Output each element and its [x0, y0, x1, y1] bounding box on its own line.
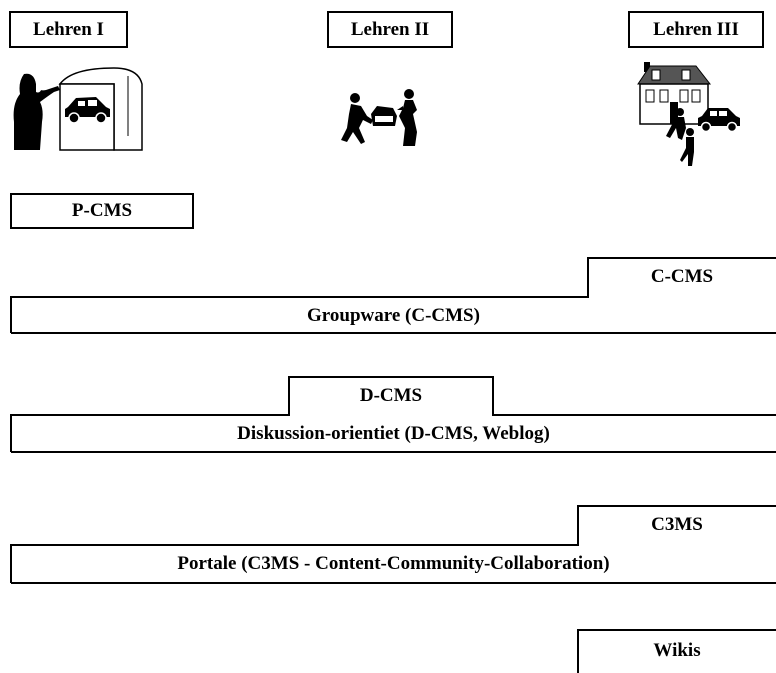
- portale-bar-label: Portale (C3MS - Content-Community-Collab…: [177, 553, 610, 574]
- header-lehren-1: Lehren I: [9, 11, 128, 48]
- d-cms-tab-label: D-CMS: [359, 385, 423, 406]
- portale-bar-outline: [10, 505, 776, 584]
- car-icon: [371, 106, 397, 126]
- discussion-bar-label: Diskussion-orientiet (D-CMS, Weblog): [237, 423, 550, 444]
- header-lehren-2: Lehren II: [327, 11, 453, 48]
- teacher-clipart: [13, 67, 143, 151]
- car-icon: [65, 97, 110, 124]
- people-clipart: [341, 89, 417, 146]
- c-cms-tab-label: C-CMS: [650, 266, 714, 287]
- groupware-bar-outline: [10, 257, 776, 334]
- header-lehren-2-label: Lehren II: [350, 18, 430, 40]
- header-lehren-3-label: Lehren III: [653, 18, 739, 40]
- c3ms-tab-label: C3MS: [651, 514, 703, 535]
- house-clipart: [637, 62, 740, 166]
- wikis-tab-outline: [577, 629, 776, 673]
- car-icon: [698, 108, 740, 133]
- header-lehren-1-label: Lehren I: [33, 18, 104, 40]
- discussion-bar-outline: [10, 376, 776, 453]
- groupware-bar-label: Groupware (C-CMS): [307, 305, 480, 326]
- header-lehren-3: Lehren III: [628, 11, 764, 48]
- p-cms-box: P-CMS: [10, 193, 194, 229]
- p-cms-label: P-CMS: [71, 200, 133, 221]
- wikis-tab-label: Wikis: [653, 640, 701, 661]
